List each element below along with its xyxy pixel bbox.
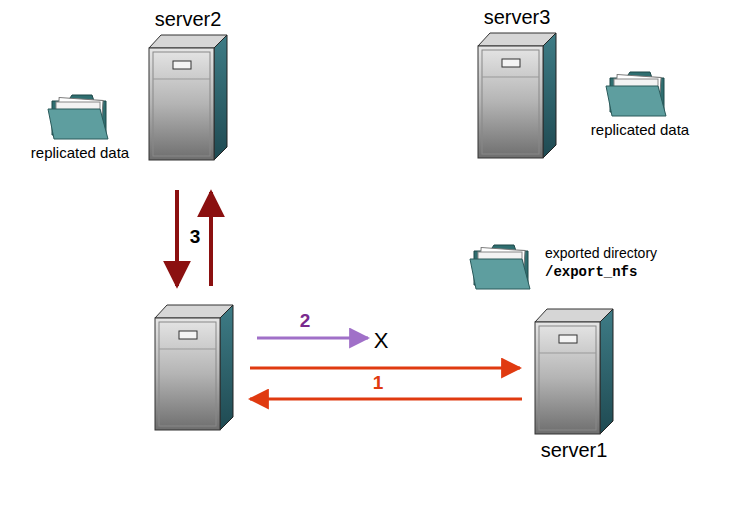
arrow bbox=[250, 398, 522, 401]
client-server-icon bbox=[155, 305, 233, 430]
server-node: server3 bbox=[477, 6, 557, 159]
server-name: server1 bbox=[539, 439, 610, 461]
step-number: 1 bbox=[371, 372, 386, 394]
folder-icon bbox=[606, 72, 666, 116]
server-node: server2 bbox=[148, 8, 228, 161]
arrow bbox=[257, 337, 368, 340]
failure-mark: X bbox=[374, 328, 389, 353]
server-name: server3 bbox=[482, 6, 553, 28]
arrow bbox=[175, 190, 179, 286]
server-icon bbox=[534, 308, 614, 435]
folder-label: replicated data bbox=[591, 121, 689, 138]
server-icon bbox=[148, 34, 228, 161]
server-node: server1 bbox=[534, 308, 614, 461]
step-number: 3 bbox=[190, 226, 201, 248]
folder-label: exported directory bbox=[545, 245, 657, 261]
arrow bbox=[250, 367, 520, 370]
folder-icon bbox=[470, 245, 530, 289]
server-name: server2 bbox=[153, 8, 224, 30]
arrow bbox=[209, 192, 213, 286]
step-number: 2 bbox=[300, 310, 311, 332]
folder-icon bbox=[48, 95, 108, 139]
server-icon bbox=[477, 32, 557, 159]
folder-label: replicated data bbox=[31, 144, 129, 161]
path-label: /export_nfs bbox=[545, 264, 637, 280]
